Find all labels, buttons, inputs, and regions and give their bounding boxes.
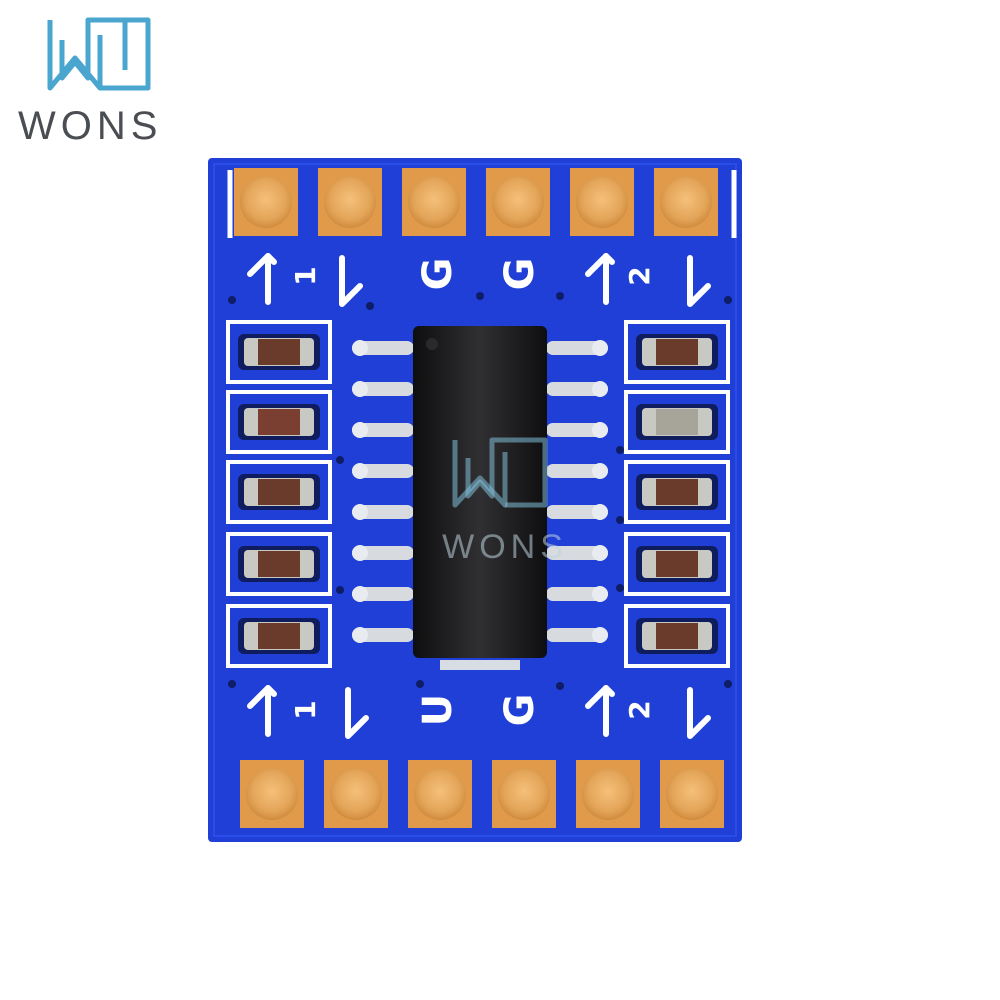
bottom-pad-row <box>240 760 724 828</box>
pad-top-1 <box>234 168 298 236</box>
resistor-right-5 <box>624 604 730 668</box>
pcb-vias <box>228 292 732 690</box>
silk-bottom-g: G <box>497 693 543 727</box>
resistor-left-4 <box>226 532 332 596</box>
brand-logo-icon <box>47 17 151 91</box>
pad-bottom-4 <box>492 760 556 828</box>
silk-top-2: 2 <box>623 266 656 286</box>
pad-top-2 <box>318 168 382 236</box>
resistor-left-2 <box>226 390 332 454</box>
resistor-right-4 <box>624 532 730 596</box>
watermark-text: WONS <box>442 528 568 566</box>
silk-top-1: 1 <box>289 266 322 286</box>
resistor-right-3 <box>624 460 730 524</box>
watermark-logo-icon <box>452 437 548 508</box>
pad-top-6 <box>654 168 718 236</box>
silk-bottom-u: U <box>415 693 461 727</box>
top-pad-row <box>234 168 718 236</box>
silk-bottom-1: 1 <box>289 700 322 720</box>
resistor-left-5 <box>226 604 332 668</box>
pad-bottom-1 <box>240 760 304 828</box>
ic-chip <box>352 326 608 670</box>
resistor-right-1 <box>624 320 730 384</box>
silk-top-g1: G <box>415 257 461 291</box>
right-resistor-column <box>624 320 730 668</box>
pad-bottom-2 <box>324 760 388 828</box>
left-resistor-column <box>226 320 332 668</box>
resistor-left-1 <box>226 320 332 384</box>
pad-top-3 <box>402 168 466 236</box>
resistor-left-3 <box>226 460 332 524</box>
pad-bottom-3 <box>408 760 472 828</box>
pad-bottom-6 <box>660 760 724 828</box>
pad-top-5 <box>570 168 634 236</box>
pad-top-4 <box>486 168 550 236</box>
pad-bottom-5 <box>576 760 640 828</box>
brand-name: WONS <box>18 104 163 148</box>
resistor-right-2 <box>624 390 730 454</box>
silk-bottom-2: 2 <box>623 700 656 720</box>
silkscreen-arrows <box>247 253 711 739</box>
silk-top-g2: G <box>497 257 543 291</box>
